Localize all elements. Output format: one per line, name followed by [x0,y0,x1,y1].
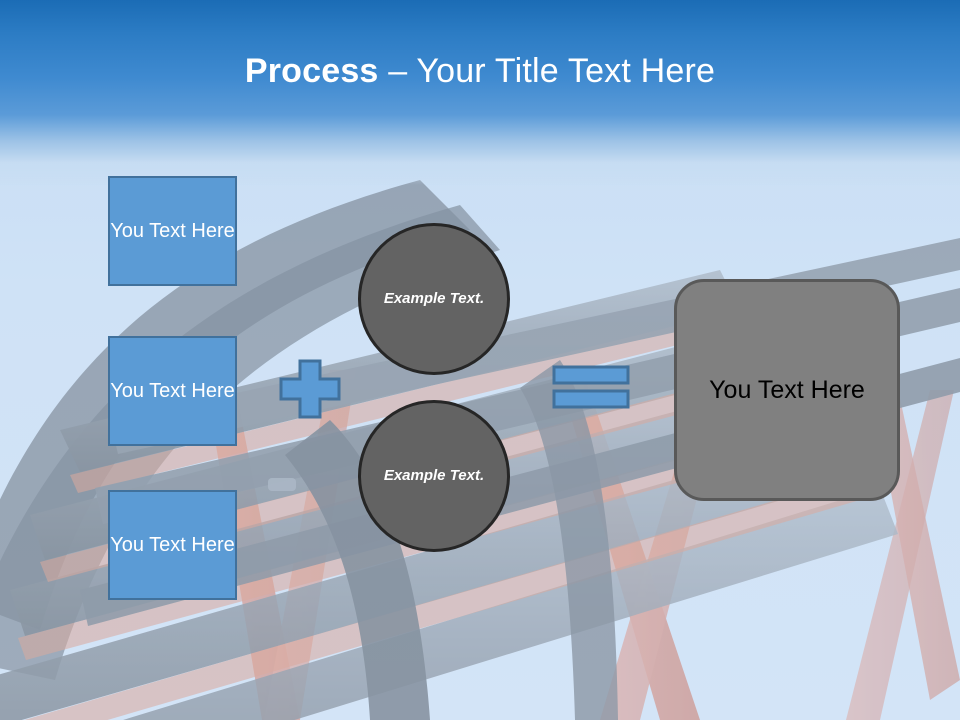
equals-operator-icon [552,365,630,409]
process-circle-1-label: Example Text. [383,290,485,307]
plus-operator-icon [279,359,341,419]
process-circle-2[interactable]: Example Text. [358,400,510,552]
result-box[interactable]: You Text Here [674,279,900,501]
result-box-label: You Text Here [709,375,865,404]
process-circle-2-label: Example Text. [383,467,485,484]
input-box-1-label: You Text Here [110,219,235,242]
input-box-2[interactable]: You Text Here [108,336,237,446]
input-box-1[interactable]: You Text Here [108,176,237,286]
page-title: Process – Your Title Text Here [0,49,960,93]
process-circle-1[interactable]: Example Text. [358,223,510,375]
input-box-2-label: You Text Here [110,379,235,402]
page-title-rest: – Your Title Text Here [378,52,716,90]
page-title-strong: Process [244,52,379,90]
input-box-3-label: You Text Here [110,533,235,556]
input-box-3[interactable]: You Text Here [108,490,237,600]
